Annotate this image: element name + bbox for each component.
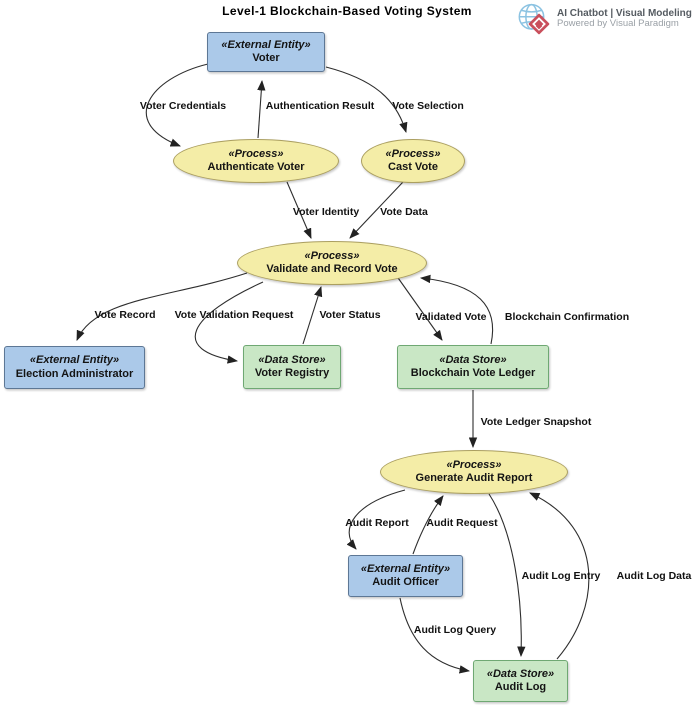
brand: AI Chatbot | Visual Modeling Powered by … [517,2,692,36]
edge-label-audit-log-query: Audit Log Query [413,624,497,636]
edge-vote-record [76,272,248,341]
node-audit-log[interactable]: «Data Store»Audit Log [473,660,568,702]
edge-label-voter-status: Voter Status [319,309,381,321]
node-validate-record-vote[interactable]: «Process»Validate and Record Vote [237,241,427,285]
diagram-title: Level-1 Blockchain-Based Voting System [222,4,472,18]
node-name: Election Administrator [15,367,134,380]
edge-label-authentication-result: Authentication Result [265,100,375,112]
node-stereotype: «Process» [446,458,502,471]
node-name: Voter Registry [254,367,330,379]
edge-label-audit-report: Audit Report [345,517,409,529]
node-stereotype: «External Entity» [221,38,311,51]
edge-label-audit-log-data: Audit Log Data [616,570,692,582]
brand-subtitle: Powered by Visual Paradigm [557,18,679,30]
node-name: Cast Vote [388,161,438,173]
edge-authentication-result [257,79,266,139]
edge-label-voter-identity: Voter Identity [292,206,360,218]
edge-label-vote-data: Vote Data [380,206,428,218]
edge-label-vote-validation-request: Vote Validation Request [174,309,294,321]
edge-label-validated-vote: Validated Vote [415,311,487,323]
brand-text: AI Chatbot | Visual Modeling Powered by … [557,8,692,30]
node-stereotype: «Data Store» [486,667,555,680]
node-stereotype: «Process» [304,249,360,262]
node-stereotype: «Process» [385,147,441,160]
node-stereotype: «Data Store» [439,353,507,366]
node-stereotype: «Process» [228,147,284,160]
edge-label-vote-record: Vote Record [94,309,156,321]
edge-label-audit-request: Audit Request [426,517,498,529]
node-stereotype: «External Entity» [360,562,451,575]
node-name: Audit Officer [372,576,439,588]
node-name: Generate Audit Report [415,472,533,484]
brand-title: AI Chatbot | Visual Modeling [557,7,692,19]
node-stereotype: «External Entity» [29,354,120,367]
edge-label-vote-selection: Vote Selection [392,100,464,112]
node-stereotype: «Data Store» [258,353,326,366]
edge-label-vote-ledger-snapshot: Vote Ledger Snapshot [480,416,592,428]
node-blockchain-vote-ledger[interactable]: «Data Store»Blockchain Vote Ledger [397,345,549,389]
edge-label-voter-credentials: Voter Credentials [139,100,227,112]
node-cast-vote[interactable]: «Process»Cast Vote [361,139,465,183]
node-authenticate-voter[interactable]: «Process»Authenticate Voter [173,139,339,183]
visual-paradigm-globe-icon [518,3,550,35]
node-name: Blockchain Vote Ledger [410,367,536,379]
node-name: Audit Log [494,681,547,693]
edge-label-blockchain-confirmation: Blockchain Confirmation [504,311,630,323]
node-generate-audit-report[interactable]: «Process»Generate Audit Report [380,450,568,494]
node-name: Validate and Record Vote [266,263,398,275]
edge-validated-vote [395,274,443,341]
node-election-administrator[interactable]: «External Entity»Election Administrator [4,346,145,389]
node-name: Authenticate Voter [207,161,305,173]
node-name: Voter [252,52,280,64]
edge-voter-status [302,285,323,345]
node-voter[interactable]: «External Entity»Voter [207,32,325,72]
node-audit-officer[interactable]: «External Entity»Audit Officer [348,555,463,597]
node-voter-registry[interactable]: «Data Store»Voter Registry [243,345,341,389]
edge-label-audit-log-entry: Audit Log Entry [521,570,601,582]
